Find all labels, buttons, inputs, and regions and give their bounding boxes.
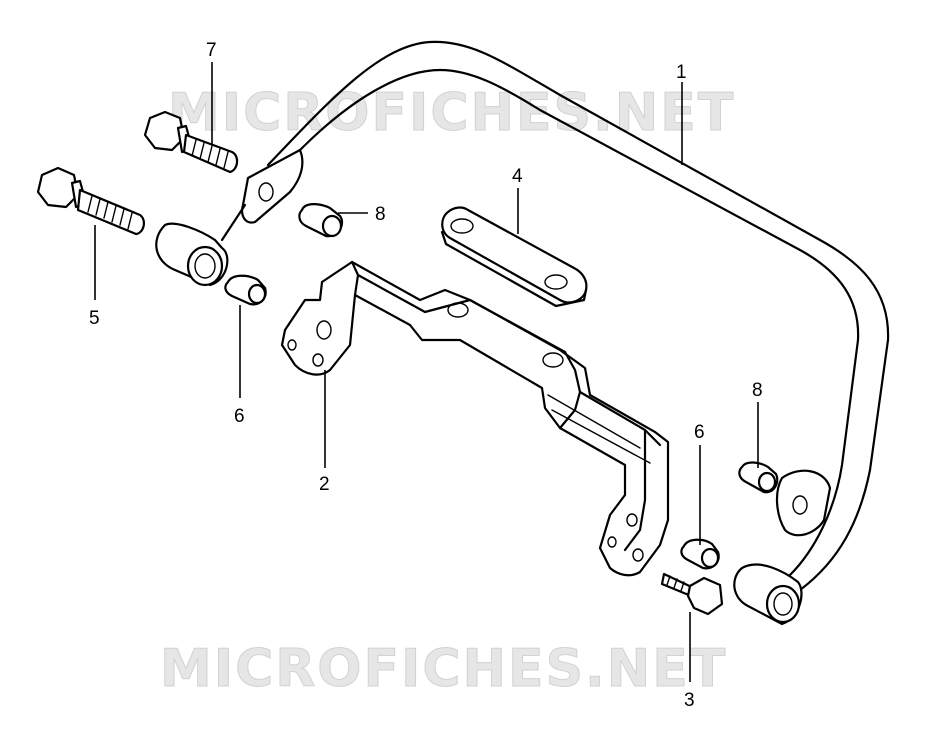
cushion-lower[interactable] xyxy=(738,461,779,494)
bolt-medium[interactable] xyxy=(143,110,239,174)
callout-1: 1 xyxy=(676,62,687,83)
cushion-upper[interactable] xyxy=(298,203,344,238)
callout-8-upper: 8 xyxy=(375,204,386,225)
collar-upper[interactable] xyxy=(224,274,267,306)
leader-lines xyxy=(94,62,759,682)
watermark-top: MICROFICHES.NET xyxy=(168,83,735,143)
callout-5: 5 xyxy=(89,308,100,329)
callout-6-upper: 6 xyxy=(234,406,245,427)
plate[interactable] xyxy=(440,206,588,308)
callout-4: 4 xyxy=(512,166,523,187)
bolt-short[interactable] xyxy=(660,572,724,616)
callout-6-lower: 6 xyxy=(694,422,705,443)
callout-3: 3 xyxy=(684,690,695,711)
callout-7: 7 xyxy=(206,40,217,61)
guard-bar[interactable] xyxy=(155,40,890,626)
bracket[interactable] xyxy=(280,260,670,577)
callout-8-lower: 8 xyxy=(752,380,763,401)
bolt-long[interactable] xyxy=(36,166,146,236)
collar-lower[interactable] xyxy=(680,538,720,570)
watermark-bottom: MICROFICHES.NET xyxy=(160,639,727,699)
callout-2: 2 xyxy=(319,474,330,495)
